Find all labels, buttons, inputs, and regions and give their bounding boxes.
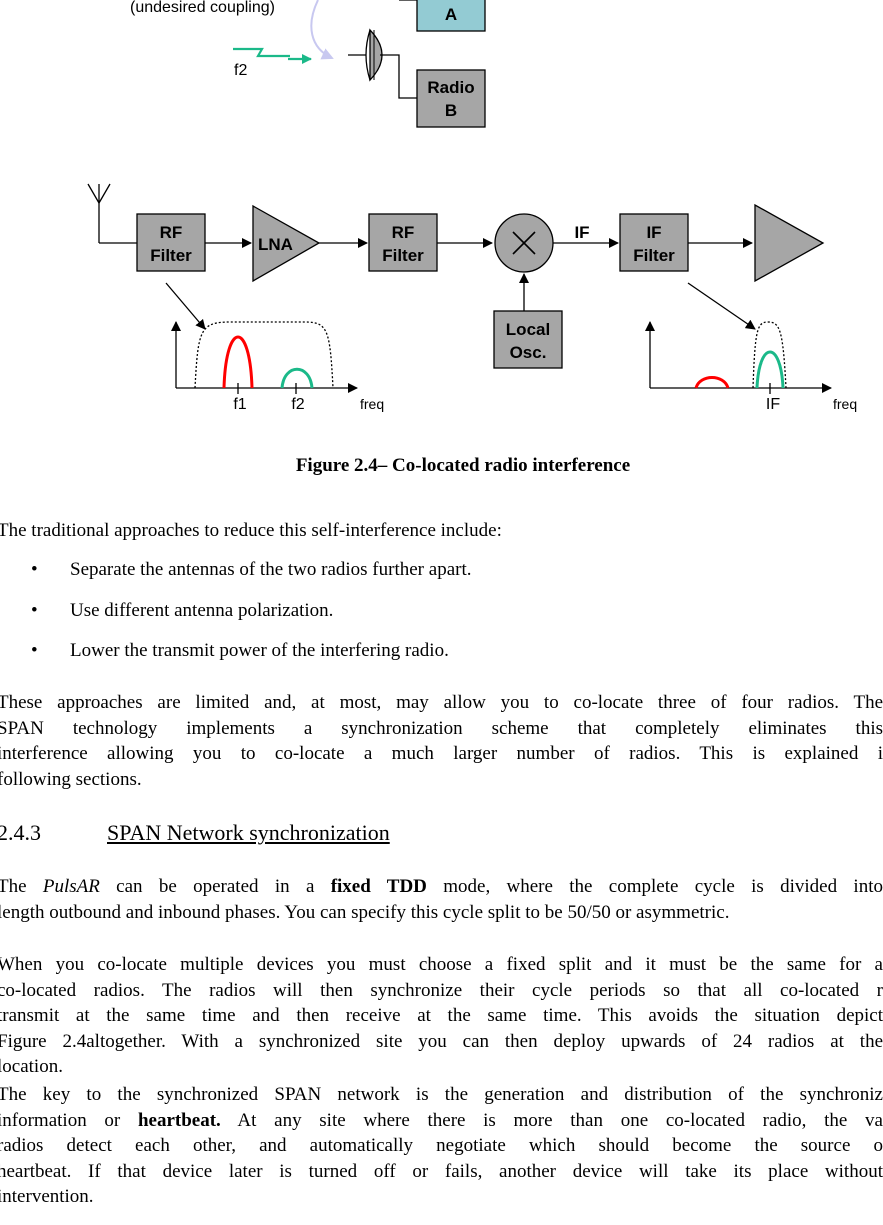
tick-f1: f1 — [233, 396, 246, 413]
coupling-arrow — [310, 0, 334, 60]
emphasis: fixed TDD — [330, 876, 427, 897]
radio-a-box — [416, 0, 486, 32]
text-run: The — [0, 876, 43, 897]
paragraph-line: SPAN technology implements a synchroniza… — [0, 717, 883, 739]
rf-filter-1-box — [136, 213, 206, 272]
f1-signal-lobe — [222, 335, 254, 389]
f2-signal-zigzag — [233, 47, 290, 58]
product-name: PulsAR — [42, 876, 100, 897]
text-run: mode, where the complete cycle is divide… — [426, 876, 883, 897]
list-item: • Lower the transmit power of the interfe… — [0, 638, 471, 679]
radio-a-label: A — [445, 5, 457, 24]
tick-if: IF — [766, 396, 780, 413]
paragraph-line: length outbound and inbound phases. You … — [0, 901, 730, 923]
intro-paragraph: The traditional approaches to reduce thi… — [0, 520, 502, 541]
radio-b-box — [416, 69, 486, 128]
paragraph-line: radios detect each other, and automatica… — [0, 1135, 883, 1156]
paragraph-line: location. — [0, 1056, 63, 1077]
figure-caption: Figure 2.4– Co-located radio interferenc… — [295, 455, 631, 476]
text-run: can be operated in a — [99, 876, 331, 897]
if-filter-response-curve — [752, 321, 787, 389]
pointer-rf-filter-response — [165, 282, 206, 330]
paragraph-line: interference allowing you to co-locate a… — [0, 743, 883, 764]
bullet-icon: • — [31, 640, 38, 661]
rx-antenna-icon — [87, 183, 137, 244]
radio-b-label-line1: Radio — [427, 78, 474, 97]
text-run: information or — [0, 1109, 138, 1131]
local-osc-box — [493, 310, 563, 369]
if-label: IF — [574, 223, 589, 242]
bullet-icon: • — [31, 599, 38, 621]
paragraph-line: intervention. — [0, 1186, 94, 1207]
local-osc-line2: Osc. — [510, 343, 547, 362]
rf-filter-2-box — [368, 213, 438, 272]
rf-filter-response-curve — [194, 321, 334, 389]
freq-axis-label: freq — [360, 396, 384, 412]
f2-label: f2 — [234, 62, 247, 79]
tick-f2: f2 — [291, 396, 304, 413]
approaches-list: • Separate the antennas of the two radios… — [0, 557, 471, 679]
limitations-paragraph: These approaches are limited and, at mos… — [0, 690, 883, 792]
section-heading: 2.4.3 SPAN Network synchronization — [0, 820, 390, 846]
f2-signal-lobe — [280, 367, 314, 389]
list-item: • Separate the antennas of the two radios… — [0, 557, 471, 598]
text-run: At any site where there is more than one… — [220, 1109, 883, 1131]
if-filter-line1: IF — [646, 223, 661, 242]
paragraph-line: The PulsAR can be operated in a fixed TD… — [0, 874, 883, 900]
radio-b-wire — [380, 54, 417, 99]
rf-filter-2-line2: Filter — [382, 246, 424, 265]
coupling-label: (undesired coupling) — [130, 0, 275, 16]
emphasis: heartbeat. — [137, 1109, 221, 1131]
paragraph-line: heartbeat. If that device later is turne… — [0, 1160, 883, 1182]
heartbeat-paragraph: The key to the synchronized SPAN network… — [0, 1082, 883, 1210]
residual-red-lobe — [694, 376, 730, 389]
if-spectrum-plot: IF freq — [645, 321, 857, 413]
paragraph-line: following sections. — [0, 768, 142, 790]
output-amplifier — [754, 203, 825, 283]
lna-amplifier — [252, 204, 321, 283]
dish-antenna-icon — [348, 28, 383, 82]
list-item-text: Use different antenna polarization. — [70, 599, 334, 621]
tdd-paragraph: The PulsAR can be operated in a fixed TD… — [0, 874, 883, 925]
paragraph-line: information or heartbeat. At any site wh… — [0, 1108, 883, 1134]
list-item: • Use different antenna polarization. — [0, 598, 471, 639]
radio-b-label-line2: B — [445, 101, 457, 120]
section-title: SPAN Network synchronization — [107, 820, 390, 845]
lna-label: LNA — [258, 235, 293, 254]
section-number: 2.4.3 — [0, 820, 41, 845]
rf-filter-1-line2: Filter — [150, 246, 192, 265]
paragraph-line: co-located radios. The radios will then … — [0, 979, 883, 1001]
rf-filter-2-line1: RF — [392, 223, 415, 242]
pointer-if-filter-response — [687, 282, 756, 330]
list-item-text: Separate the antennas of the two radios … — [70, 559, 472, 580]
colocate-paragraph: When you co-locate multiple devices you … — [0, 952, 883, 1080]
list-item-text: Lower the transmit power of the interfer… — [70, 640, 449, 661]
paragraph-line: Figure 2.4altogether. With a synchronize… — [0, 1030, 883, 1052]
paragraph-line: These approaches are limited and, at mos… — [0, 692, 883, 713]
co-located-radio-figure: (undesired coupling) A f2 Radio B RF Fil… — [87, 0, 857, 413]
local-osc-line1: Local — [506, 320, 550, 339]
bullet-icon: • — [31, 559, 38, 580]
paragraph-line: When you co-locate multiple devices you … — [0, 954, 883, 975]
if-filter-line2: Filter — [633, 246, 675, 265]
paragraph-line: The key to the synchronized SPAN network… — [0, 1084, 883, 1105]
paragraph-line: transmit at the same time and then recei… — [0, 1005, 883, 1026]
rf-filter-1-line1: RF — [160, 223, 183, 242]
freq-axis-label-right: freq — [833, 396, 857, 412]
rf-spectrum-plot: f1 f2 freq — [171, 321, 384, 413]
if-filter-box — [619, 213, 689, 272]
if-signal-lobe — [755, 350, 785, 389]
mixer-icon — [494, 213, 554, 273]
